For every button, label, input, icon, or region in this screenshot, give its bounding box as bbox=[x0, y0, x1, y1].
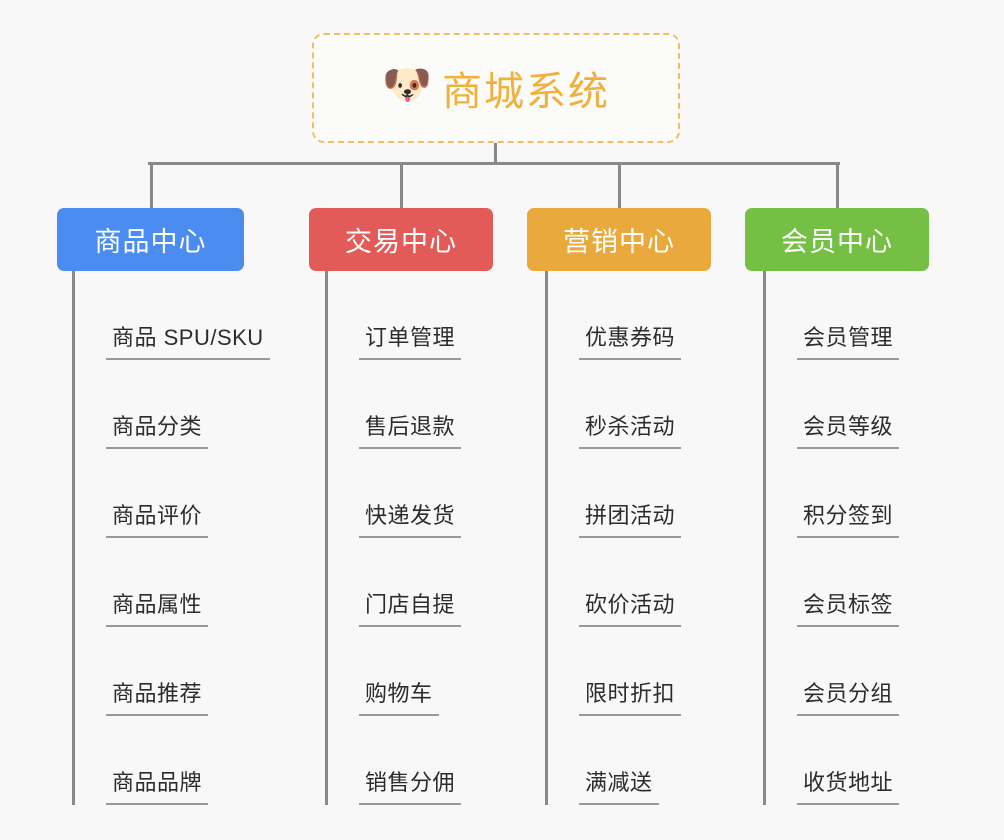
category-label-product-center: 商品中心 bbox=[94, 227, 207, 257]
leaf-item-label: 会员管理 bbox=[803, 325, 894, 350]
leaf-item[interactable]: 收货地址 bbox=[763, 716, 900, 805]
leaf-item[interactable]: 商品品牌 bbox=[72, 716, 209, 805]
leaf-item-underline: 会员等级 bbox=[797, 409, 900, 449]
leaf-item[interactable]: 限时折扣 bbox=[545, 627, 682, 716]
leaf-item[interactable]: 商品分类 bbox=[72, 360, 209, 449]
column-spine-marketing-center bbox=[545, 271, 548, 805]
leaf-item-label: 商品 SPU/SKU bbox=[112, 325, 264, 350]
leaf-item-label: 订单管理 bbox=[365, 325, 456, 350]
column-spine-member-center bbox=[763, 271, 766, 805]
category-connector-drop-member-center bbox=[836, 162, 839, 208]
leaf-item-label: 商品分类 bbox=[112, 414, 203, 439]
leaf-item[interactable]: 会员等级 bbox=[763, 360, 900, 449]
leaf-item[interactable]: 优惠券码 bbox=[545, 271, 682, 360]
category-connector-drop-product-center bbox=[150, 162, 153, 208]
leaf-item[interactable]: 会员分组 bbox=[763, 627, 900, 716]
leaf-item[interactable]: 快递发货 bbox=[325, 449, 462, 538]
leaf-item-label: 商品品牌 bbox=[112, 770, 203, 795]
category-box-member-center[interactable]: 会员中心 bbox=[745, 208, 929, 271]
leaf-item-underline: 销售分佣 bbox=[359, 765, 462, 805]
leaf-item-underline: 积分签到 bbox=[797, 498, 900, 538]
leaf-item-underline: 会员管理 bbox=[797, 320, 900, 360]
leaf-item-underline: 满减送 bbox=[579, 765, 659, 805]
leaf-item-label: 商品推荐 bbox=[112, 681, 203, 706]
leaf-item[interactable]: 积分签到 bbox=[763, 449, 900, 538]
leaf-item-label: 会员等级 bbox=[803, 414, 894, 439]
category-connector-bus bbox=[148, 162, 840, 165]
leaf-item-label: 商品评价 bbox=[112, 503, 203, 528]
leaf-item[interactable]: 销售分佣 bbox=[325, 716, 462, 805]
leaf-item-underline: 优惠券码 bbox=[579, 320, 682, 360]
leaf-item-label: 积分签到 bbox=[803, 503, 894, 528]
leaf-item-label: 满减送 bbox=[585, 770, 653, 795]
leaf-item-underline: 购物车 bbox=[359, 676, 439, 716]
leaf-item-underline: 商品评价 bbox=[106, 498, 209, 538]
leaf-item[interactable]: 商品推荐 bbox=[72, 627, 209, 716]
leaf-item-label: 快递发货 bbox=[365, 503, 456, 528]
category-box-trade-center[interactable]: 交易中心 bbox=[309, 208, 493, 271]
leaf-item-underline: 限时折扣 bbox=[579, 676, 682, 716]
leaf-item[interactable]: 商品属性 bbox=[72, 538, 209, 627]
leaf-item[interactable]: 商品评价 bbox=[72, 449, 209, 538]
root-connector-stem bbox=[494, 143, 497, 165]
leaf-item-label: 秒杀活动 bbox=[585, 414, 676, 439]
leaf-item-label: 砍价活动 bbox=[585, 592, 676, 617]
leaf-item-underline: 秒杀活动 bbox=[579, 409, 682, 449]
leaf-item[interactable]: 砍价活动 bbox=[545, 538, 682, 627]
leaf-item-underline: 商品 SPU/SKU bbox=[106, 320, 270, 360]
leaf-item[interactable]: 满减送 bbox=[545, 716, 659, 805]
leaf-item-label: 拼团活动 bbox=[585, 503, 676, 528]
leaf-item-underline: 商品推荐 bbox=[106, 676, 209, 716]
leaf-item[interactable]: 售后退款 bbox=[325, 360, 462, 449]
leaf-item-underline: 砍价活动 bbox=[579, 587, 682, 627]
category-label-trade-center: 交易中心 bbox=[345, 227, 457, 257]
leaf-item-label: 售后退款 bbox=[365, 414, 456, 439]
category-label-member-center: 会员中心 bbox=[781, 227, 893, 257]
leaf-item-underline: 商品属性 bbox=[106, 587, 209, 627]
leaf-item-label: 销售分佣 bbox=[365, 770, 456, 795]
leaf-item[interactable]: 会员标签 bbox=[763, 538, 900, 627]
leaf-item[interactable]: 会员管理 bbox=[763, 271, 900, 360]
leaf-item-underline: 会员分组 bbox=[797, 676, 900, 716]
column-spine-product-center bbox=[72, 271, 75, 805]
category-connector-drop-marketing-center bbox=[618, 162, 621, 208]
leaf-item[interactable]: 订单管理 bbox=[325, 271, 462, 360]
leaf-item[interactable]: 商品 SPU/SKU bbox=[72, 271, 270, 360]
category-label-marketing-center: 营销中心 bbox=[563, 227, 675, 257]
category-connector-drop-trade-center bbox=[400, 162, 403, 208]
leaf-item-label: 收货地址 bbox=[803, 770, 894, 795]
leaf-item-underline: 门店自提 bbox=[359, 587, 462, 627]
category-box-product-center[interactable]: 商品中心 bbox=[57, 208, 244, 271]
leaf-item-label: 商品属性 bbox=[112, 592, 203, 617]
leaf-item-underline: 订单管理 bbox=[359, 320, 462, 360]
root-node-title: 商城系统 bbox=[442, 70, 610, 114]
leaf-item-underline: 会员标签 bbox=[797, 587, 900, 627]
leaf-item-underline: 售后退款 bbox=[359, 409, 462, 449]
leaf-item-underline: 商品分类 bbox=[106, 409, 209, 449]
leaf-item-label: 门店自提 bbox=[365, 592, 456, 617]
leaf-item-underline: 收货地址 bbox=[797, 765, 900, 805]
root-node[interactable]: 🐶 商城系统 bbox=[312, 33, 680, 143]
leaf-item-underline: 快递发货 bbox=[359, 498, 462, 538]
shiba-dog-face-icon: 🐶 bbox=[382, 63, 432, 107]
leaf-item-label: 限时折扣 bbox=[585, 681, 676, 706]
leaf-item[interactable]: 门店自提 bbox=[325, 538, 462, 627]
leaf-item[interactable]: 拼团活动 bbox=[545, 449, 682, 538]
category-box-marketing-center[interactable]: 营销中心 bbox=[527, 208, 711, 271]
leaf-item-label: 会员分组 bbox=[803, 681, 894, 706]
leaf-item-underline: 商品品牌 bbox=[106, 765, 209, 805]
leaf-item-underline: 拼团活动 bbox=[579, 498, 682, 538]
leaf-item-label: 购物车 bbox=[365, 681, 433, 706]
leaf-item-label: 优惠券码 bbox=[585, 325, 676, 350]
leaf-item-label: 会员标签 bbox=[803, 592, 894, 617]
leaf-item[interactable]: 秒杀活动 bbox=[545, 360, 682, 449]
column-spine-trade-center bbox=[325, 271, 328, 805]
leaf-item[interactable]: 购物车 bbox=[325, 627, 439, 716]
